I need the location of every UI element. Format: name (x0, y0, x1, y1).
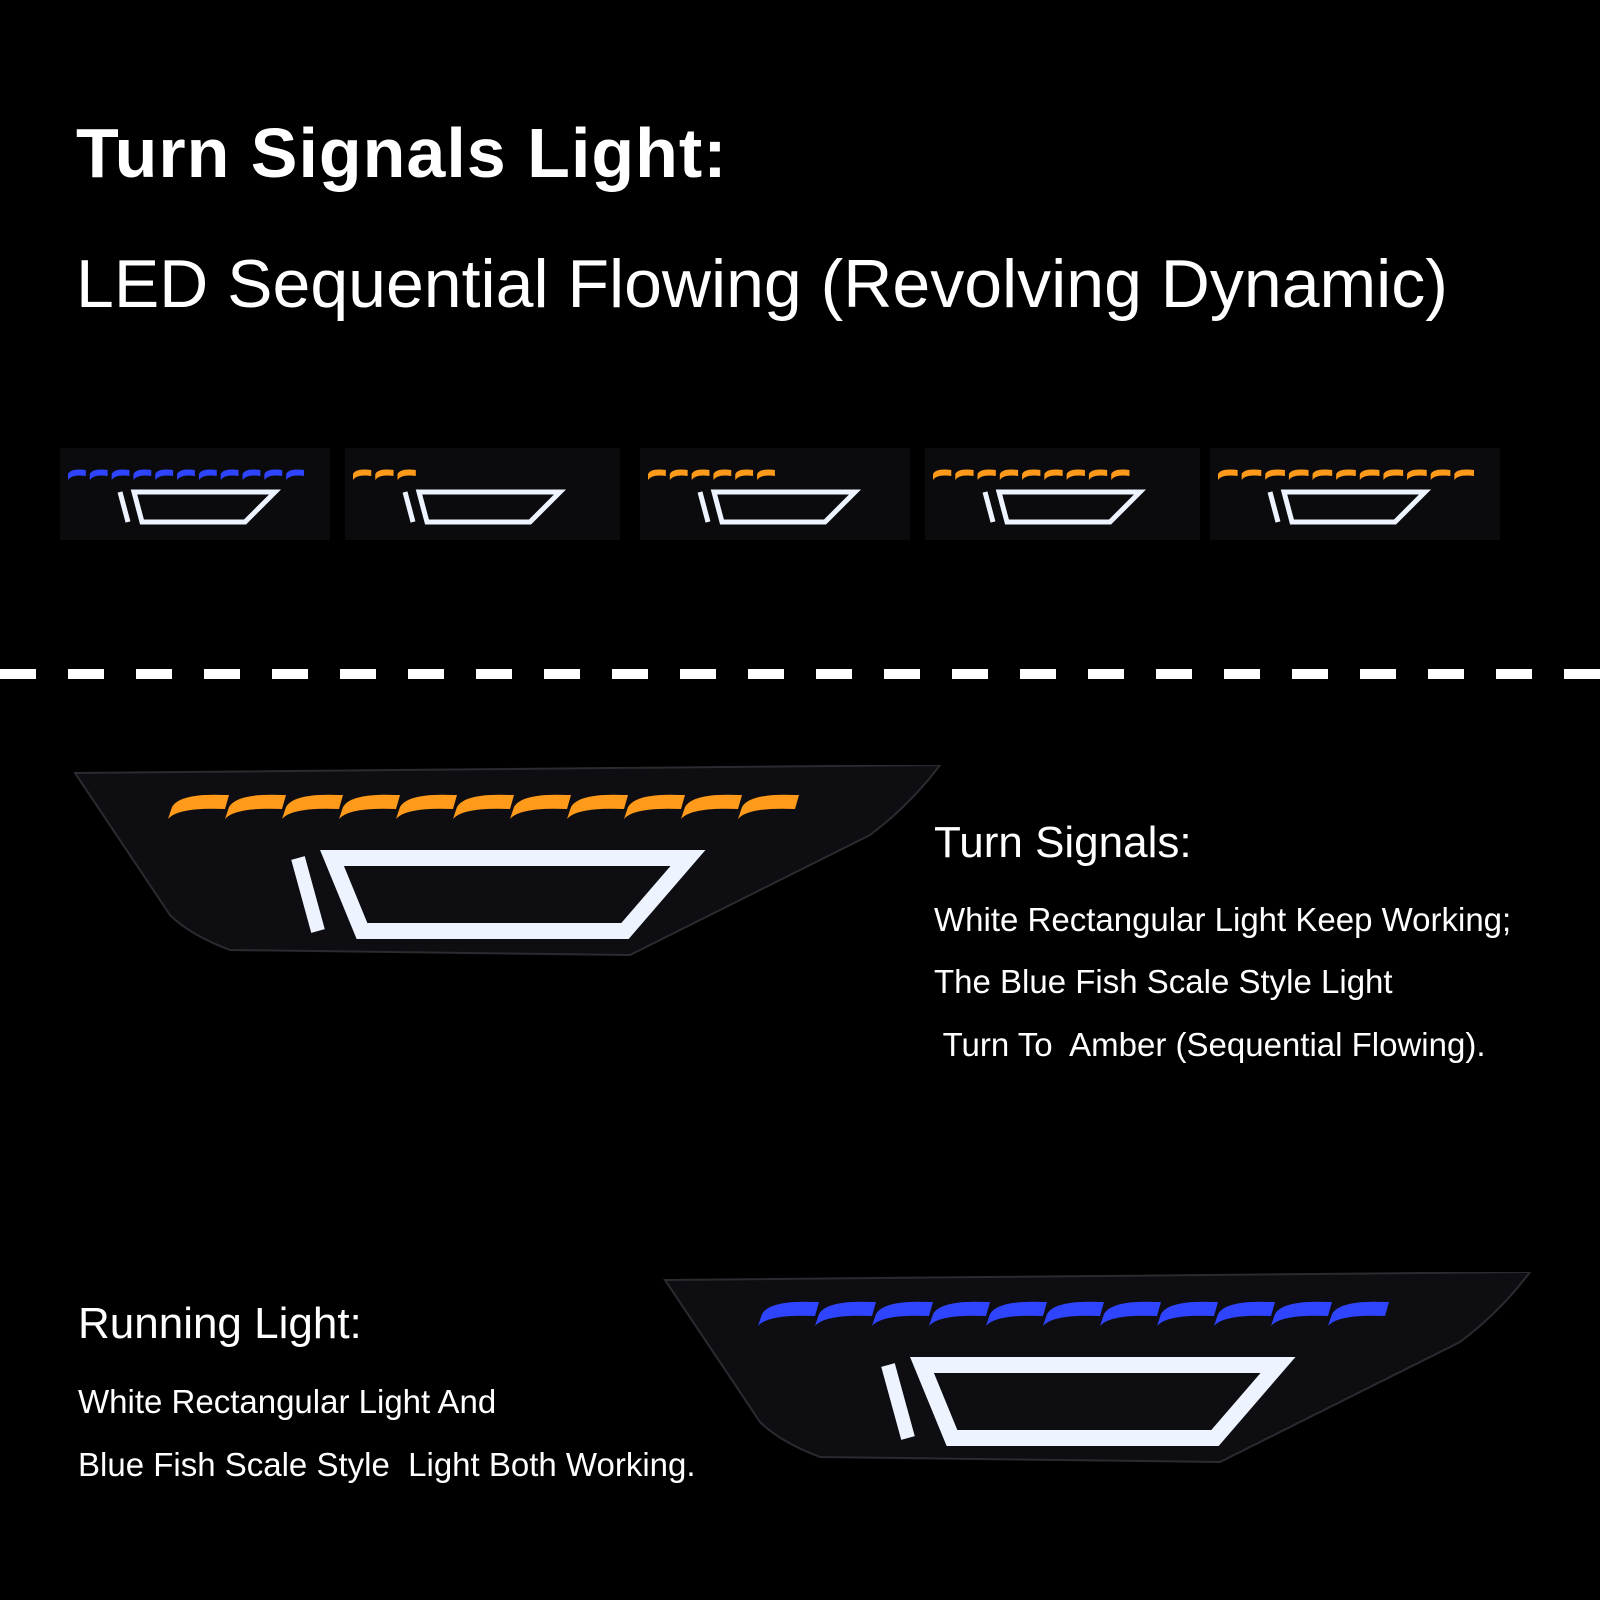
stage-led-segment (1066, 469, 1085, 480)
turn-signal-lamp (73, 765, 942, 957)
led-segment (168, 794, 229, 819)
stage-led-segment (933, 469, 952, 480)
stage-led-segment (1312, 469, 1333, 480)
led-segment (1328, 1301, 1389, 1326)
led-segment (510, 794, 571, 819)
white-bar-light (881, 1363, 915, 1440)
led-segment (396, 794, 457, 819)
stage-led-segment (242, 469, 261, 480)
stage-led-segment (713, 469, 732, 480)
page-subtitle: LED Sequential Flowing (Revolving Dynami… (76, 246, 1448, 322)
stage-led-segment (68, 469, 86, 480)
led-segment (1043, 1301, 1104, 1326)
stage-led-segment (198, 469, 217, 480)
stage-led-segment (264, 469, 283, 480)
stage-led-segment (220, 469, 239, 480)
led-segment (1214, 1301, 1275, 1326)
led-segment (872, 1301, 933, 1326)
sequence-stage (640, 448, 910, 540)
stage-led-segment (286, 469, 304, 480)
sequence-strip (60, 448, 1500, 540)
running-light-line: White Rectangular Light And (78, 1383, 497, 1420)
led-segment (567, 794, 628, 819)
stage-led-segment (1241, 469, 1262, 480)
running-light-lamp (663, 1272, 1532, 1464)
turn-signals-line: Turn To Amber (Sequential Flowing). (934, 1026, 1486, 1063)
stage-led-segment (397, 469, 416, 480)
led-segment (681, 794, 742, 819)
stage-led-segment (353, 469, 372, 480)
white-rectangular-light (910, 1357, 1296, 1446)
stage-led-segment (1022, 469, 1041, 480)
stage-led-segment (1111, 469, 1130, 480)
led-segment (738, 794, 799, 819)
stage-led-segment (999, 469, 1019, 480)
stage-led-segment (977, 469, 996, 480)
stage-led-segment (648, 469, 666, 480)
running-light-heading: Running Light: (78, 1299, 362, 1348)
led-segment (282, 794, 343, 819)
led-segment (225, 794, 286, 819)
stage-led-segment (1088, 469, 1108, 480)
page-title: Turn Signals Light: (76, 114, 728, 192)
stage-led-segment (133, 469, 152, 480)
led-segment (453, 794, 514, 819)
sequence-stage (1210, 448, 1500, 540)
stage-led-segment (177, 469, 195, 480)
stage-led-segment (1454, 469, 1474, 480)
stage-led-segment (1407, 469, 1427, 480)
turn-signals-line: The Blue Fish Scale Style Light (934, 963, 1393, 1000)
stage-led-segment (1430, 469, 1451, 480)
stage-led-segment (155, 469, 174, 480)
stage-led-segment (955, 469, 974, 480)
sequence-stage (345, 448, 620, 540)
led-segment (624, 794, 685, 819)
led-segment (758, 1301, 819, 1326)
turn-signals-line: White Rectangular Light Keep Working; (934, 901, 1512, 938)
sequence-stage (60, 448, 330, 540)
stage-led-segment (111, 469, 130, 480)
stage-led-segment (1288, 469, 1309, 480)
stage-led-segment (375, 469, 394, 480)
sequence-stage (925, 448, 1200, 540)
white-rectangular-light (320, 850, 706, 939)
led-segment (986, 1301, 1047, 1326)
dashed-divider (0, 669, 1600, 679)
led-segment (339, 794, 400, 819)
turn-signals-heading: Turn Signals: (934, 818, 1192, 867)
stage-led-segment (1336, 469, 1356, 480)
stage-led-segment (735, 469, 754, 480)
stage-led-segment (89, 469, 108, 480)
led-segment (1157, 1301, 1218, 1326)
stage-led-segment (1044, 469, 1063, 480)
stage-led-segment (1218, 469, 1238, 480)
led-segment (1100, 1301, 1161, 1326)
white-bar-light (291, 856, 325, 933)
led-segment (1271, 1301, 1332, 1326)
led-segment (815, 1301, 876, 1326)
stage-led-segment (1359, 469, 1380, 480)
stage-led-segment (757, 469, 775, 480)
stage-led-segment (1265, 469, 1285, 480)
running-light-line: Blue Fish Scale Style Light Both Working… (78, 1446, 696, 1483)
stage-led-segment (669, 469, 688, 480)
led-segment (929, 1301, 990, 1326)
stage-led-segment (691, 469, 710, 480)
stage-led-segment (1383, 469, 1404, 480)
